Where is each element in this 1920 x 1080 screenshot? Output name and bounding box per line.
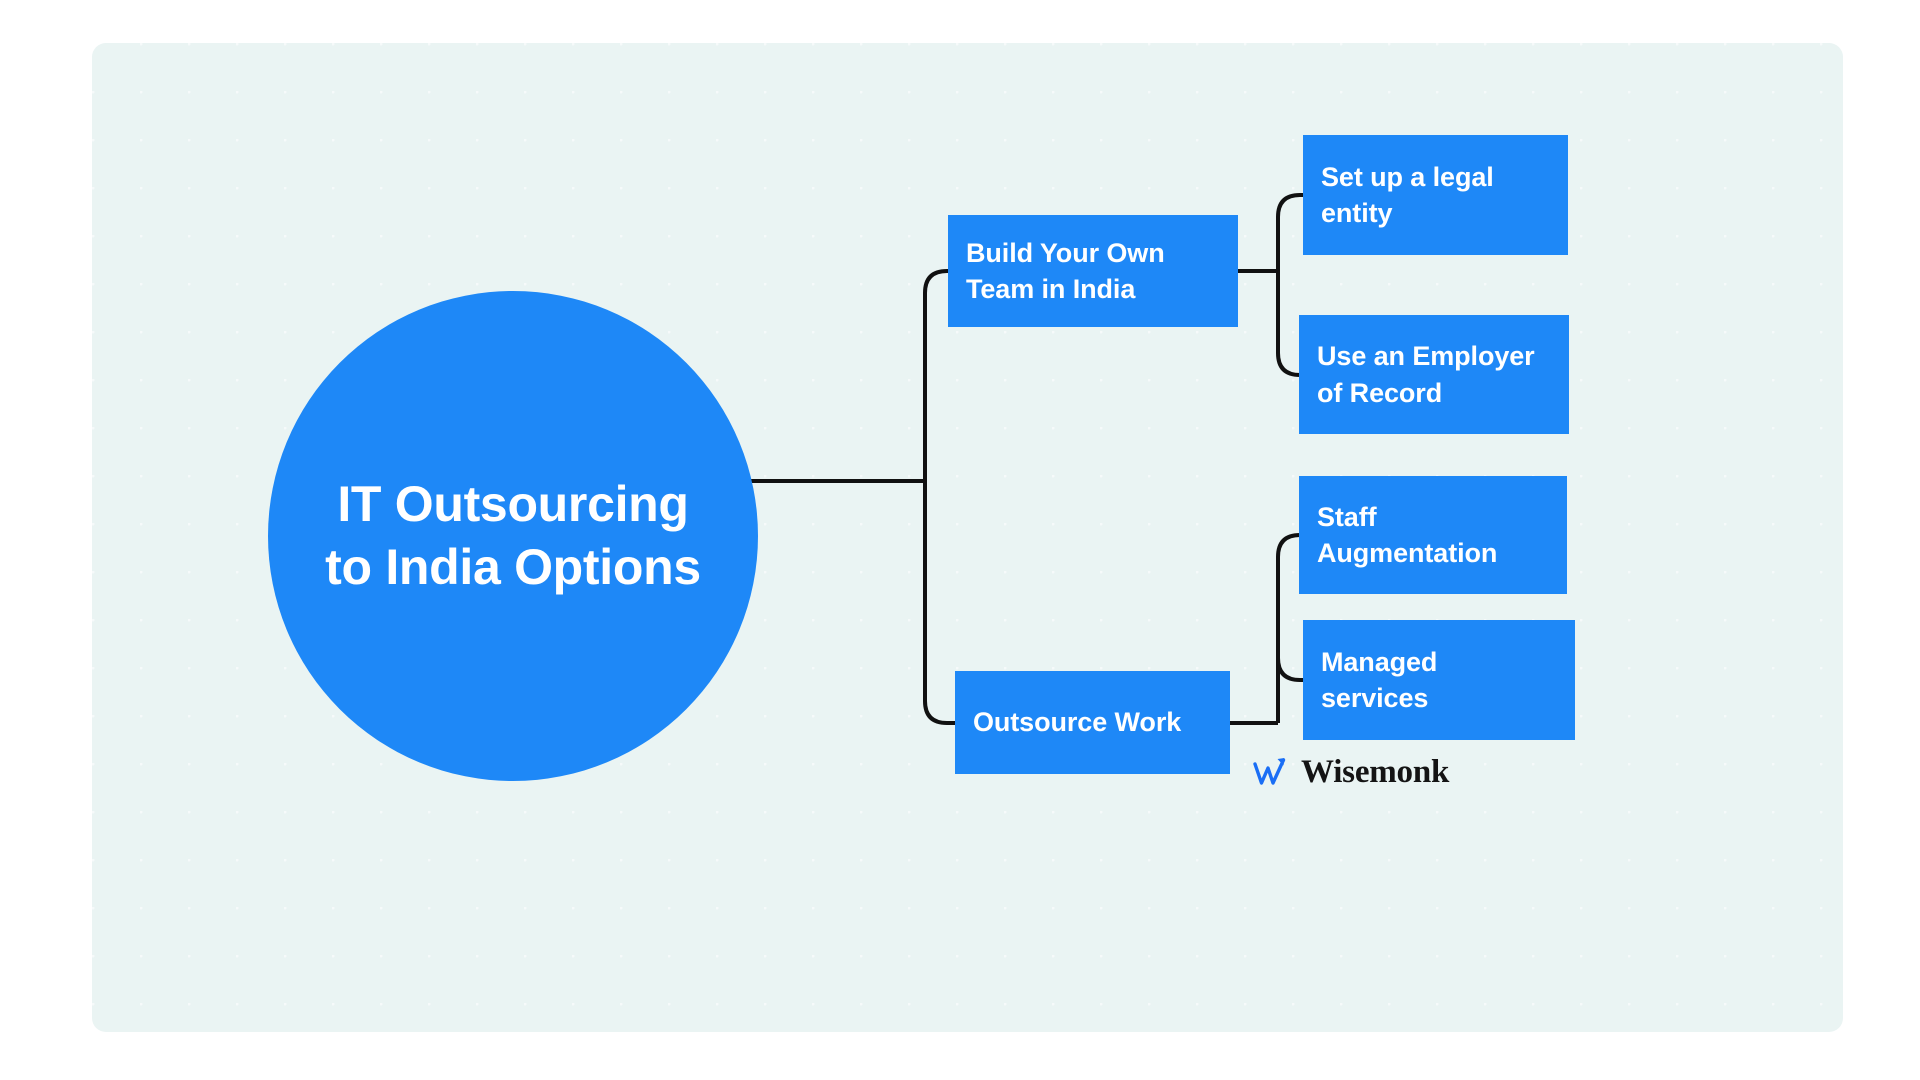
node-build-your-own-team-label: Build Your Own Team in India	[966, 237, 1165, 304]
root-node-label: IT Outsourcing to India Options	[325, 476, 701, 595]
node-use-an-employer-of-record[interactable]: Use an Employer of Record	[1299, 315, 1569, 434]
node-outsource-work-label: Outsource Work	[973, 707, 1182, 738]
node-build-your-own-team[interactable]: Build Your Own Team in India	[948, 215, 1238, 327]
node-use-an-employer-of-record-label: Use an Employer of Record	[1317, 341, 1535, 408]
node-managed-services-label: Managed services	[1321, 646, 1438, 713]
w-arrow-up-icon	[1253, 758, 1286, 785]
connector-outsource-to-staff-aug	[1276, 533, 1301, 723]
node-staff-augmentation[interactable]: Staff Augmentation	[1299, 476, 1567, 594]
node-set-up-a-legal-entity-label: Set up a legal entity	[1321, 161, 1494, 228]
connector-build-team-to-legal-entity	[1276, 193, 1305, 271]
brand-logo: Wisemonk	[1253, 755, 1449, 789]
node-outsource-work[interactable]: Outsource Work	[955, 671, 1230, 774]
connector-outsource-to-managed	[1276, 657, 1305, 723]
connector-trunk-to-build-team	[923, 269, 950, 481]
connector-build-team-to-eor	[1276, 271, 1301, 377]
root-node-it-outsourcing[interactable]: IT Outsourcing to India Options	[268, 291, 758, 781]
node-managed-services[interactable]: Managed services	[1303, 620, 1575, 740]
brand-name: Wisemonk	[1301, 753, 1450, 790]
node-set-up-a-legal-entity[interactable]: Set up a legal entity	[1303, 135, 1568, 255]
diagram-canvas: IT Outsourcing to India Options Build Yo…	[92, 43, 1843, 1032]
node-staff-augmentation-label: Staff Augmentation	[1317, 501, 1498, 568]
connector-layer	[740, 193, 1305, 725]
connector-trunk-to-outsource	[923, 481, 957, 725]
